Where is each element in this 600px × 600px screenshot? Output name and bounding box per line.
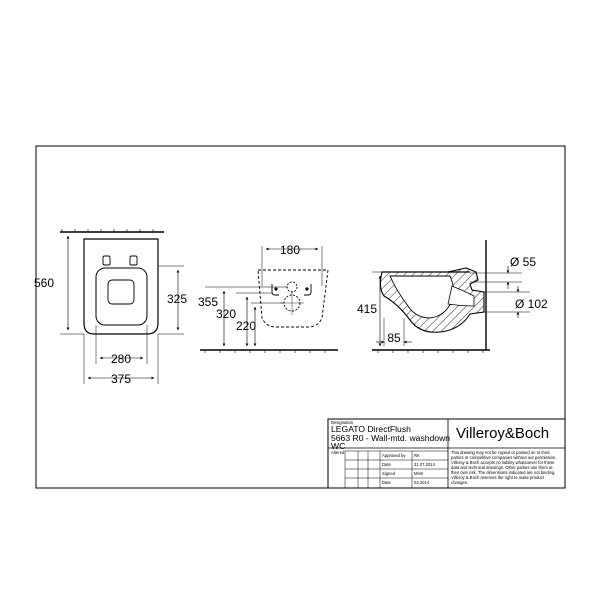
- dim-dia-102: Ø 102: [515, 297, 548, 311]
- date2-label: Date: [382, 480, 392, 485]
- dim-220: 220: [236, 319, 256, 333]
- dim-415: 415: [357, 302, 377, 316]
- drawing-border: [35, 145, 566, 489]
- approved-label: Approved by: [382, 453, 406, 458]
- notice-line-5: their own risk. The dimensions indicated…: [451, 470, 555, 475]
- dim-180: 180: [280, 243, 300, 257]
- notice-line-6: Villeroy & Boch reserves the right to ma…: [451, 475, 545, 480]
- dim-dia-55: Ø 55: [510, 255, 536, 269]
- front-view: 560 325 280 375: [34, 229, 187, 386]
- product-name: LEGATO DirectFlush: [331, 424, 411, 434]
- brand-name: Villeroy&Boch: [456, 425, 549, 442]
- date2-value: 03.2014: [414, 480, 430, 485]
- dim-325: 325: [167, 292, 187, 306]
- dim-375: 375: [111, 372, 131, 386]
- rear-view: 180 355 320 220: [198, 243, 338, 353]
- dim-355: 355: [198, 295, 218, 309]
- notice-line-1: This drawing may not be copied or passed…: [451, 450, 550, 455]
- front-fixing-right: [129, 255, 138, 266]
- product-code-line2: WC: [331, 441, 345, 451]
- dim-560: 560: [34, 276, 54, 290]
- signed-value: MHK: [414, 471, 424, 476]
- front-fixing-left: [102, 255, 111, 266]
- signed-label: Signed: [382, 471, 396, 476]
- designation-label: Designation: [331, 420, 354, 425]
- notice-line-7: changes.: [451, 480, 468, 485]
- date-label: Date: [382, 462, 392, 467]
- date-value: 31.07.2014: [414, 462, 436, 467]
- side-section-view: Ø 55 Ø 102 415 85: [357, 240, 548, 353]
- altered-label: Altered: [331, 450, 345, 455]
- approved-value: RK: [414, 453, 420, 458]
- notice-line-3: Villeroy & Boch accepts no liability wha…: [451, 460, 555, 465]
- product-code-line1: 5663 R0 - Wall-mtd. washdown: [331, 433, 450, 443]
- title-block: Designation LEGATO DirectFlush 5663 R0 -…: [327, 418, 566, 489]
- dim-280: 280: [111, 352, 131, 366]
- notice-line-2: parties or competitive companies without…: [451, 455, 556, 460]
- dim-320: 320: [216, 307, 236, 321]
- dim-85: 85: [387, 331, 401, 345]
- notice-line-4: data and technical drawings. Other parti…: [451, 465, 553, 470]
